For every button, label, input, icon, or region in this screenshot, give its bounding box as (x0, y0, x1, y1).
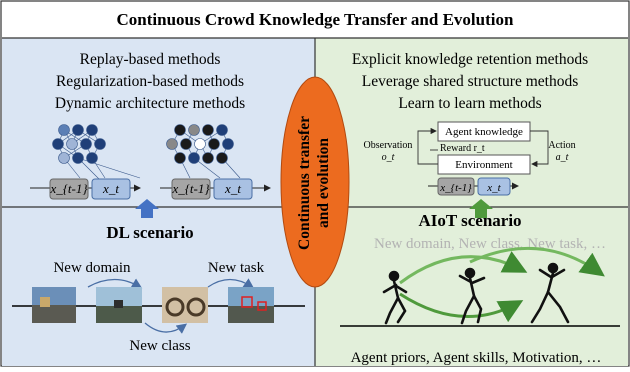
right-method-1: Explicit knowledge retention methods (352, 51, 588, 68)
green-arc-top-2 (469, 246, 605, 277)
reward-label: Reward r_t (440, 143, 485, 154)
aiot-bottom-text: Agent priors, Agent skills, Motivation, … (351, 350, 602, 366)
left-method-1: Replay-based methods (80, 51, 221, 68)
shift-new-class: New class (129, 338, 190, 354)
street-image-2 (96, 287, 142, 323)
expanded-network-icon (166, 124, 241, 179)
seq-b-left-label: x_{t-1} (171, 181, 210, 196)
action-var: a_t (556, 152, 569, 163)
arc-new-domain (87, 278, 143, 289)
environment-box: Environment (455, 159, 512, 171)
agent-figure-2 (458, 267, 486, 325)
agent-figure-3 (530, 262, 570, 324)
observation-var: o_t (382, 152, 395, 163)
street-image-1 (32, 287, 76, 323)
agent-knowledge-box: Agent knowledge (445, 126, 523, 138)
left-sequence-a: x_{t-1} x_t (30, 178, 141, 200)
center-label-line-1: Continuous transfer (296, 116, 313, 250)
observation-label: Observation (364, 140, 413, 151)
green-arc-bottom (399, 292, 524, 323)
left-method-3: Dynamic architecture methods (55, 95, 245, 112)
rl-loop: Agent knowledge Environment Observation … (364, 121, 576, 175)
seq-b-right-label: x_t (224, 181, 241, 196)
continuous-transfer-ellipse (280, 76, 350, 288)
right-panel (315, 38, 628, 366)
left-sequence-b: x_{t-1} x_t (160, 178, 271, 200)
arc-new-class (144, 322, 188, 334)
right-sequence: x_{t-1} x_t (428, 177, 519, 196)
shift-new-task: New task (208, 260, 265, 276)
green-up-arrow (469, 199, 493, 218)
neural-network-icon (52, 124, 141, 181)
right-seq-right-label: x_t (486, 182, 501, 194)
green-arc-top-1 (399, 251, 528, 285)
vehicle-image (162, 287, 208, 323)
arc-new-task (207, 278, 255, 289)
dl-scenario-label: DL scenario (106, 223, 193, 242)
center-label-line-2: and evolution (315, 138, 332, 228)
aiot-scenario-label: AIoT scenario (418, 211, 521, 230)
right-seq-left-label: x_{t-1} (439, 182, 472, 194)
action-label: Action (548, 140, 575, 151)
seq-a-right-label: x_t (102, 181, 119, 196)
seq-a-left-label: x_{t-1} (49, 181, 88, 196)
agent-figure-1 (382, 270, 408, 325)
street-image-3 (228, 287, 274, 323)
diagram-title: Continuous Crowd Knowledge Transfer and … (117, 10, 514, 29)
blue-up-arrow (135, 199, 159, 218)
right-method-2: Leverage shared structure methods (362, 73, 578, 90)
right-method-3: Learn to learn methods (398, 95, 541, 112)
aiot-faded-tasks: New domain, New class, New task, … (374, 236, 606, 252)
left-method-2: Regularization-based methods (56, 73, 244, 90)
shift-new-domain: New domain (53, 260, 131, 276)
